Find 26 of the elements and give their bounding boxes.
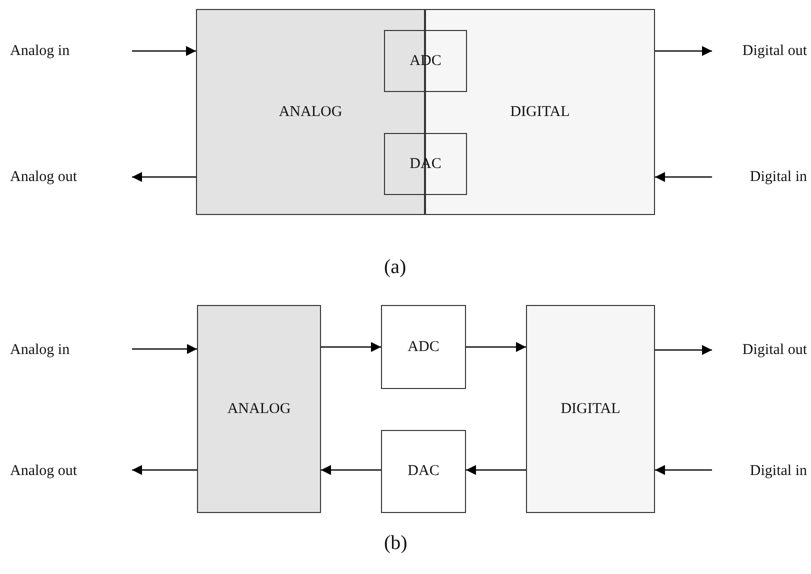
arrow bbox=[132, 465, 197, 475]
arrow bbox=[655, 345, 712, 355]
arrow bbox=[466, 342, 526, 352]
arrow bbox=[466, 465, 526, 475]
io-label: Digital out bbox=[712, 40, 811, 62]
io-label: Digital in bbox=[712, 166, 811, 188]
arrow bbox=[655, 172, 712, 182]
arrow bbox=[655, 465, 712, 475]
figure-caption: (b) bbox=[384, 531, 408, 556]
block-box: ADC bbox=[381, 305, 466, 389]
io-label: Analog out bbox=[10, 166, 132, 188]
arrow bbox=[132, 172, 196, 182]
block-box: DAC bbox=[381, 430, 466, 513]
block-box: ANALOG bbox=[197, 305, 321, 513]
io-label: Analog in bbox=[10, 339, 132, 361]
arrow bbox=[132, 46, 196, 56]
io-label: Analog in bbox=[10, 40, 132, 62]
block-box: DIGITAL bbox=[526, 305, 655, 513]
io-label: Analog out bbox=[10, 460, 132, 482]
io-label: Digital out bbox=[712, 339, 811, 361]
arrow bbox=[321, 342, 381, 352]
figure-caption: (a) bbox=[384, 255, 406, 280]
io-label: Digital in bbox=[712, 460, 811, 482]
arrow bbox=[132, 344, 197, 354]
arrow bbox=[655, 46, 712, 56]
arrow bbox=[321, 465, 381, 475]
